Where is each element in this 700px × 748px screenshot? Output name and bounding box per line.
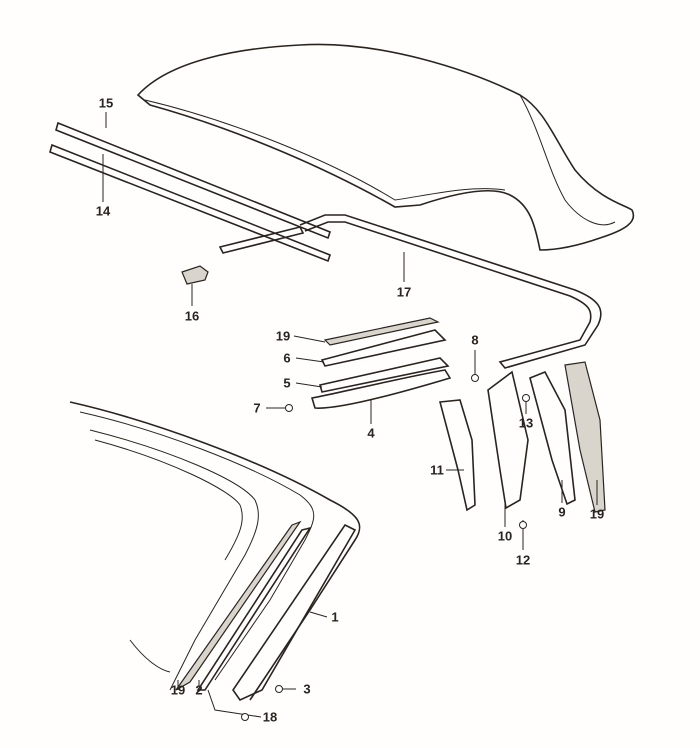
callout-18: 18 bbox=[262, 709, 278, 725]
callout-6: 6 bbox=[283, 350, 291, 366]
seal-strips-14-15 bbox=[49, 121, 331, 263]
callout-11: 11 bbox=[430, 462, 444, 478]
callout-1: 1 bbox=[331, 609, 339, 625]
callout-9: 9 bbox=[558, 504, 566, 520]
callout-10: 10 bbox=[497, 528, 513, 544]
callout-19c: 19 bbox=[170, 682, 186, 698]
leader-lines bbox=[102, 112, 598, 718]
callout-5: 5 bbox=[283, 375, 291, 391]
callout-12: 12 bbox=[515, 552, 531, 568]
callout-17: 17 bbox=[396, 284, 412, 300]
callout-4: 4 bbox=[367, 425, 375, 441]
callout-13: 13 bbox=[518, 415, 534, 431]
callout-19: 19 bbox=[275, 328, 291, 344]
window-trim-parts bbox=[310, 317, 606, 513]
callout-14: 14 bbox=[95, 203, 111, 219]
clip-16 bbox=[181, 265, 209, 285]
window-frame bbox=[69, 401, 361, 702]
callout-7: 7 bbox=[253, 400, 261, 416]
callout-3: 3 bbox=[303, 681, 311, 697]
screws bbox=[241, 374, 530, 721]
callout-19b: 19 bbox=[589, 506, 605, 522]
roof-seal-17 bbox=[299, 214, 602, 369]
callout-15: 15 bbox=[98, 95, 114, 111]
callout-16: 16 bbox=[184, 308, 200, 324]
callout-8: 8 bbox=[471, 332, 479, 348]
hardtop-roof bbox=[136, 43, 635, 251]
callout-2: 2 bbox=[195, 682, 203, 698]
